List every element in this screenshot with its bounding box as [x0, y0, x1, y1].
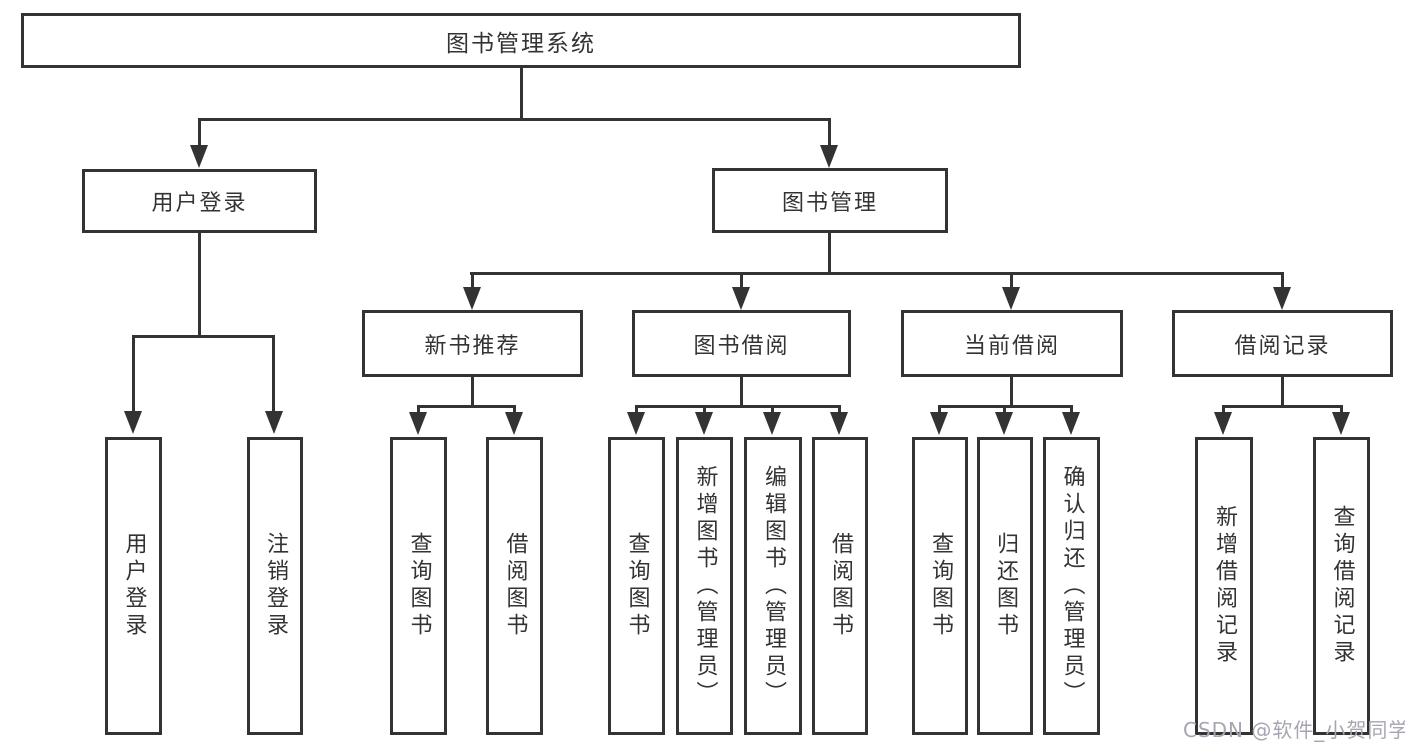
- arrowhead-user-login: [190, 145, 208, 168]
- leaf-user-login: 用户登录: [105, 437, 162, 735]
- leaf-logout: 注销登录: [247, 437, 303, 735]
- arrowhead-cb-return: [995, 412, 1013, 435]
- connector-borrow-record-horizontal: [1222, 405, 1343, 408]
- leaf-br-query-record: 查询借阅记录: [1313, 437, 1370, 735]
- connector-stem-bb-query: [635, 405, 638, 414]
- connector-stem-new-book: [471, 272, 474, 289]
- connector-borrow-record-trunk: [1281, 377, 1284, 407]
- connector-stem-nb-borrow: [513, 405, 516, 414]
- leaf-nb-borrow-book-label: 借阅图书: [502, 532, 528, 640]
- leaf-bb-query-book-label: 查询图书: [624, 532, 650, 640]
- connector-stem-borrow-record: [1281, 272, 1284, 289]
- arrowhead-nb-borrow: [505, 412, 523, 435]
- node-current-borrowing-label: 当前借阅: [963, 333, 1060, 359]
- node-book-borrowing: 图书借阅: [632, 310, 851, 377]
- leaf-cb-return-book: 归还图书: [977, 437, 1033, 735]
- connector-book-borrow-trunk: [740, 377, 743, 407]
- connector-stem-book-mgmt: [828, 118, 831, 148]
- arrowhead-bb-edit: [763, 412, 781, 435]
- arrowhead-cb-query: [930, 412, 948, 435]
- leaf-bb-borrow-book: 借阅图书: [812, 437, 868, 735]
- connector-stem-cb-query: [938, 405, 941, 414]
- connector-stem-user-login: [198, 118, 201, 148]
- connector-stem-cb-confirm: [1070, 405, 1073, 414]
- leaf-bb-add-book-admin: 新增图书（管理员）: [676, 437, 733, 735]
- node-user-login: 用户登录: [82, 169, 317, 233]
- node-book-borrowing-label: 图书借阅: [693, 333, 790, 359]
- connector-book-borrow-horizontal: [635, 405, 841, 408]
- node-book-mgmt-label: 图书管理: [781, 190, 878, 216]
- connector-stem-br-query: [1340, 405, 1343, 414]
- connector-book-mgmt-horizontal: [470, 272, 1284, 275]
- node-new-book-recommend: 新书推荐: [362, 310, 583, 377]
- arrowhead-br-add: [1214, 412, 1232, 435]
- connector-stem-leaf-login: [132, 335, 135, 413]
- connector-root-trunk: [520, 68, 523, 120]
- arrowhead-br-query: [1332, 412, 1350, 435]
- leaf-cb-query-book-label: 查询图书: [928, 532, 953, 640]
- connector-stem-nb-query: [417, 405, 420, 414]
- leaf-cb-confirm-return-admin-label: 确认归还（管理员）: [1059, 464, 1085, 708]
- arrowhead-bb-borrow: [830, 412, 848, 435]
- connector-stem-book-borrow: [740, 272, 743, 289]
- connector-stem-bb-borrow: [838, 405, 841, 414]
- arrowhead-leaf-login: [124, 411, 142, 434]
- connector-stem-bb-add: [703, 405, 706, 414]
- connector-user-login-trunk: [198, 233, 201, 337]
- connector-stem-cb-return: [1003, 405, 1006, 414]
- connector-current-borrow-trunk: [1010, 377, 1013, 407]
- leaf-br-add-record-label: 新增借阅记录: [1212, 505, 1237, 667]
- leaf-br-add-record: 新增借阅记录: [1195, 437, 1253, 735]
- connector-new-book-trunk: [471, 377, 474, 407]
- leaf-br-query-record-label: 查询借阅记录: [1329, 505, 1355, 667]
- leaf-logout-label: 注销登录: [263, 532, 288, 640]
- connector-stem-leaf-logout: [272, 335, 275, 413]
- leaf-bb-edit-book-admin: 编辑图书（管理员）: [744, 437, 802, 735]
- arrowhead-nb-query: [409, 412, 427, 435]
- csdn-watermark: CSDN @软件_小贺同学: [1183, 718, 1405, 742]
- arrowhead-bb-query: [627, 412, 645, 435]
- root-node-label: 图书管理系统: [446, 30, 596, 57]
- leaf-cb-return-book-label: 归还图书: [993, 532, 1018, 640]
- leaf-nb-borrow-book: 借阅图书: [486, 437, 543, 735]
- arrowhead-cb-confirm: [1062, 412, 1080, 435]
- arrowhead-bb-add: [695, 412, 713, 435]
- leaf-bb-query-book: 查询图书: [608, 437, 665, 735]
- leaf-nb-query-book: 查询图书: [390, 437, 447, 735]
- leaf-bb-edit-book-admin-label: 编辑图书（管理员）: [761, 464, 786, 708]
- arrowhead-leaf-logout: [265, 411, 283, 434]
- arrowhead-book-mgmt: [820, 145, 838, 168]
- leaf-user-login-label: 用户登录: [121, 532, 147, 640]
- connector-root-horizontal: [198, 118, 831, 121]
- arrowhead-current-borrow: [1002, 287, 1020, 310]
- node-user-login-label: 用户登录: [151, 191, 248, 216]
- leaf-nb-query-book-label: 查询图书: [406, 532, 432, 640]
- connector-book-mgmt-trunk: [828, 233, 831, 274]
- connector-stem-br-add: [1222, 405, 1225, 414]
- node-book-mgmt: 图书管理: [712, 168, 948, 233]
- node-current-borrowing: 当前借阅: [901, 310, 1123, 377]
- arrowhead-new-book: [463, 287, 481, 310]
- node-borrow-records-label: 借阅记录: [1234, 333, 1331, 359]
- leaf-cb-confirm-return-admin: 确认归还（管理员）: [1043, 437, 1100, 735]
- leaf-cb-query-book: 查询图书: [912, 437, 968, 735]
- leaf-bb-borrow-book-label: 借阅图书: [828, 532, 853, 640]
- leaf-bb-add-book-admin-label: 新增图书（管理员）: [692, 464, 718, 708]
- node-new-book-recommend-label: 新书推荐: [424, 333, 521, 359]
- node-borrow-records: 借阅记录: [1172, 310, 1393, 377]
- root-node-library-system: 图书管理系统: [21, 13, 1021, 68]
- arrowhead-borrow-record: [1273, 287, 1291, 310]
- connector-stem-current-borrow: [1010, 272, 1013, 289]
- connector-user-login-horizontal: [132, 335, 275, 338]
- connector-new-book-horizontal: [417, 405, 516, 408]
- arrowhead-book-borrow: [732, 287, 750, 310]
- connector-stem-bb-edit: [771, 405, 774, 414]
